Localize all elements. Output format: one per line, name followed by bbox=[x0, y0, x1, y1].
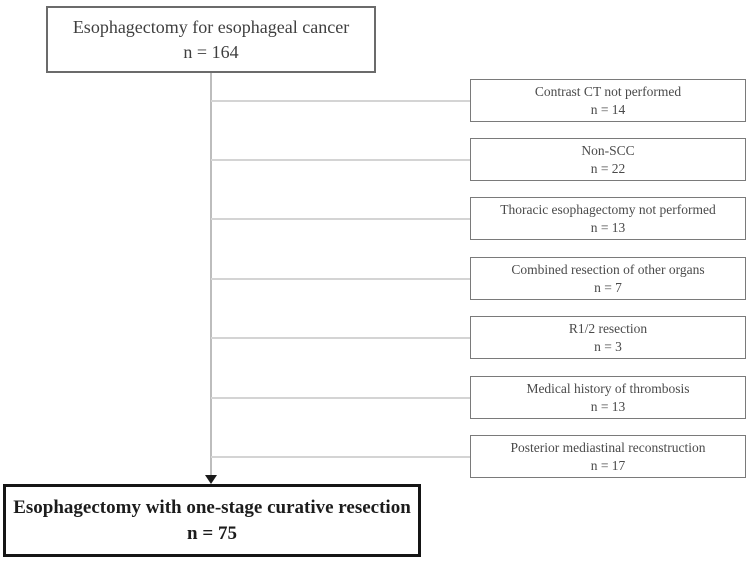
final-cohort-count: n = 75 bbox=[187, 522, 237, 544]
exclusion-box-contrast-ct: Contrast CT not performed n = 14 bbox=[470, 79, 746, 122]
exclusion-box-thoracic: Thoracic esophagectomy not performed n =… bbox=[470, 197, 746, 240]
exclusion-count: n = 22 bbox=[590, 160, 626, 176]
final-cohort-box: Esophagectomy with one-stage curative re… bbox=[3, 484, 421, 557]
exclusion-label: Medical history of thrombosis bbox=[526, 380, 690, 396]
exclusion-label: Non-SCC bbox=[581, 142, 635, 158]
exclusion-count: n = 3 bbox=[594, 338, 622, 354]
exclusion-label: Posterior mediastinal reconstruction bbox=[510, 439, 706, 455]
exclusion-label: Contrast CT not performed bbox=[534, 83, 682, 99]
enrollment-count: n = 164 bbox=[183, 41, 239, 62]
enrollment-label: Esophagectomy for esophageal cancer bbox=[72, 17, 350, 38]
exclusion-box-thrombosis: Medical history of thrombosis n = 13 bbox=[470, 376, 746, 419]
down-arrow-icon bbox=[205, 475, 217, 484]
connector-line-3 bbox=[211, 218, 470, 220]
trunk-line bbox=[210, 73, 212, 478]
exclusion-box-posterior-mediastinal: Posterior mediastinal reconstruction n =… bbox=[470, 435, 746, 478]
exclusion-count: n = 13 bbox=[590, 398, 626, 414]
exclusion-box-r12-resection: R1/2 resection n = 3 bbox=[470, 316, 746, 359]
connector-line-2 bbox=[211, 159, 470, 161]
connector-line-5 bbox=[211, 337, 470, 339]
exclusion-box-non-scc: Non-SCC n = 22 bbox=[470, 138, 746, 181]
exclusion-count: n = 17 bbox=[590, 457, 626, 473]
connector-line-4 bbox=[211, 278, 470, 280]
exclusion-box-combined-resection: Combined resection of other organs n = 7 bbox=[470, 257, 746, 300]
connector-line-6 bbox=[211, 397, 470, 399]
exclusion-count: n = 13 bbox=[590, 219, 626, 235]
exclusion-label: Combined resection of other organs bbox=[511, 261, 705, 277]
exclusion-label: R1/2 resection bbox=[568, 320, 648, 336]
exclusion-count: n = 7 bbox=[594, 279, 622, 295]
exclusion-count: n = 14 bbox=[590, 101, 626, 117]
enrollment-box: Esophagectomy for esophageal cancer n = … bbox=[46, 6, 376, 73]
connector-line-7 bbox=[211, 456, 470, 458]
connector-line-1 bbox=[211, 100, 470, 102]
exclusion-label: Thoracic esophagectomy not performed bbox=[500, 201, 716, 217]
final-cohort-label: Esophagectomy with one-stage curative re… bbox=[13, 496, 411, 518]
